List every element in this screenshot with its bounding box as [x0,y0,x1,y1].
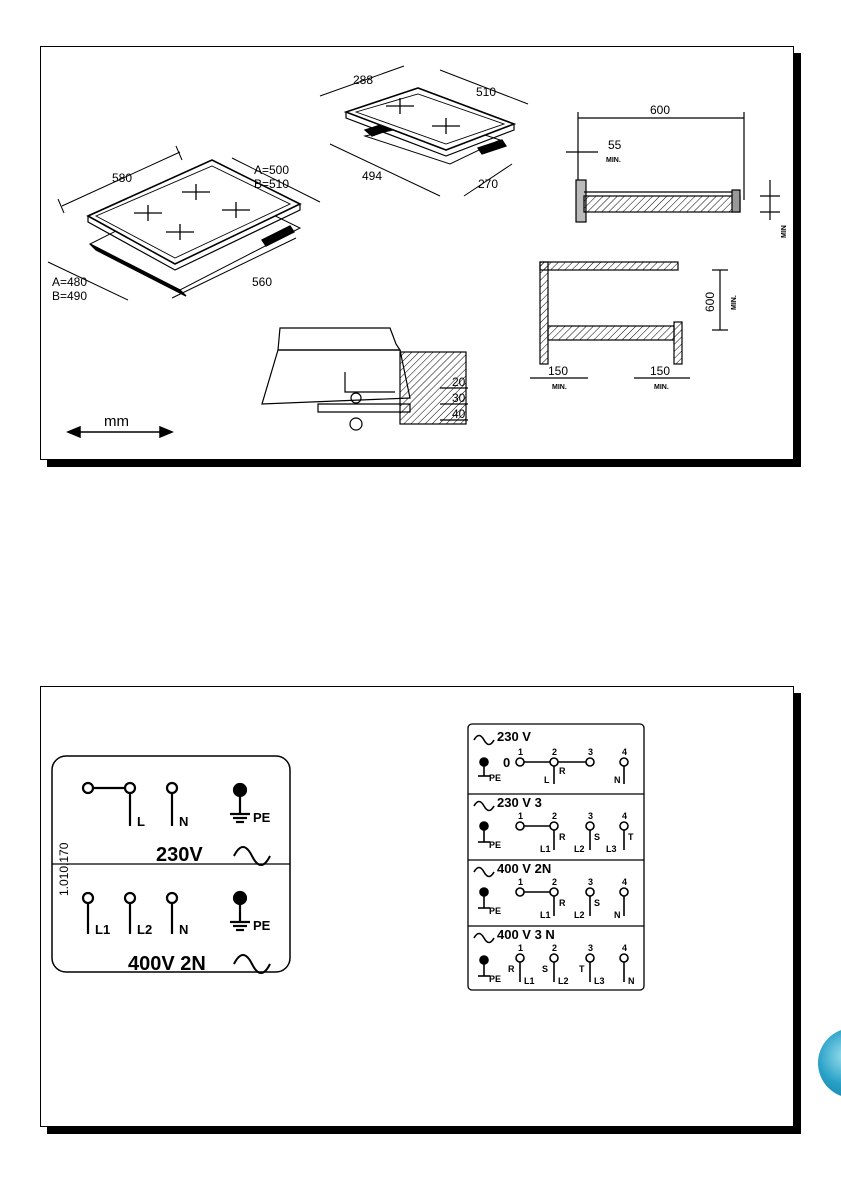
s2-pe: PE [489,840,501,850]
s4-n4: 4 [622,943,627,953]
s1-n4: 4 [622,747,627,757]
s4-n1: 1 [518,943,523,953]
s3-S: S [594,898,600,908]
s2-n3: 3 [588,811,593,821]
s3-n3: 3 [588,877,593,887]
term-PE2: PE [253,918,271,933]
s4-pe: PE [489,974,501,984]
s3-n1: 1 [518,877,523,887]
section-title-3: 400 V 2N [497,861,551,876]
s3-R: R [559,898,566,908]
s4-n2: 2 [552,943,557,953]
s2-n2: 2 [552,811,557,821]
voltage-230: 230V [156,844,203,866]
s3-pe: PE [489,906,501,916]
s2-T: T [628,832,634,842]
s1-n2: 2 [552,747,557,757]
s3-L2: L2 [574,910,585,920]
term-N: N [179,814,188,829]
s1-zero: 0 [503,755,510,770]
s4-L1: L1 [524,976,535,986]
term-PE: PE [253,810,271,825]
s1-pe: PE [489,773,501,783]
plate-code: 1.010.170 [57,842,71,896]
s3-N: N [614,910,621,920]
s2-S: S [594,832,600,842]
s3-n4: 4 [622,877,627,887]
s1-n3: 3 [588,747,593,757]
s4-n3: 3 [588,943,593,953]
section-title-4: 400 V 3 N [497,927,555,942]
s2-n1: 1 [518,811,523,821]
s4-T: T [579,964,585,974]
section-title-1: 230 V [497,729,531,744]
section-title-2: 230 V 3 [497,795,542,810]
term-N2: N [179,922,188,937]
s2-L3: L3 [606,844,617,854]
s4-R: R [508,964,515,974]
s3-n2: 2 [552,877,557,887]
s2-L1: L1 [540,844,551,854]
s4-L2: L2 [558,976,569,986]
s2-L2: L2 [574,844,585,854]
term-L: L [137,814,145,829]
s3-L1: L1 [540,910,551,920]
s2-R: R [559,832,566,842]
s1-N: N [614,775,621,785]
s4-N: N [628,976,635,986]
term-L1: L1 [95,922,110,937]
s1-L: L [544,775,550,785]
s4-L3: L3 [594,976,605,986]
s4-S: S [542,964,548,974]
s1-n1: 1 [518,747,523,757]
term-L2: L2 [137,922,152,937]
s2-n4: 4 [622,811,627,821]
s1-R: R [559,766,566,776]
voltage-400: 400V 2N [128,953,206,975]
